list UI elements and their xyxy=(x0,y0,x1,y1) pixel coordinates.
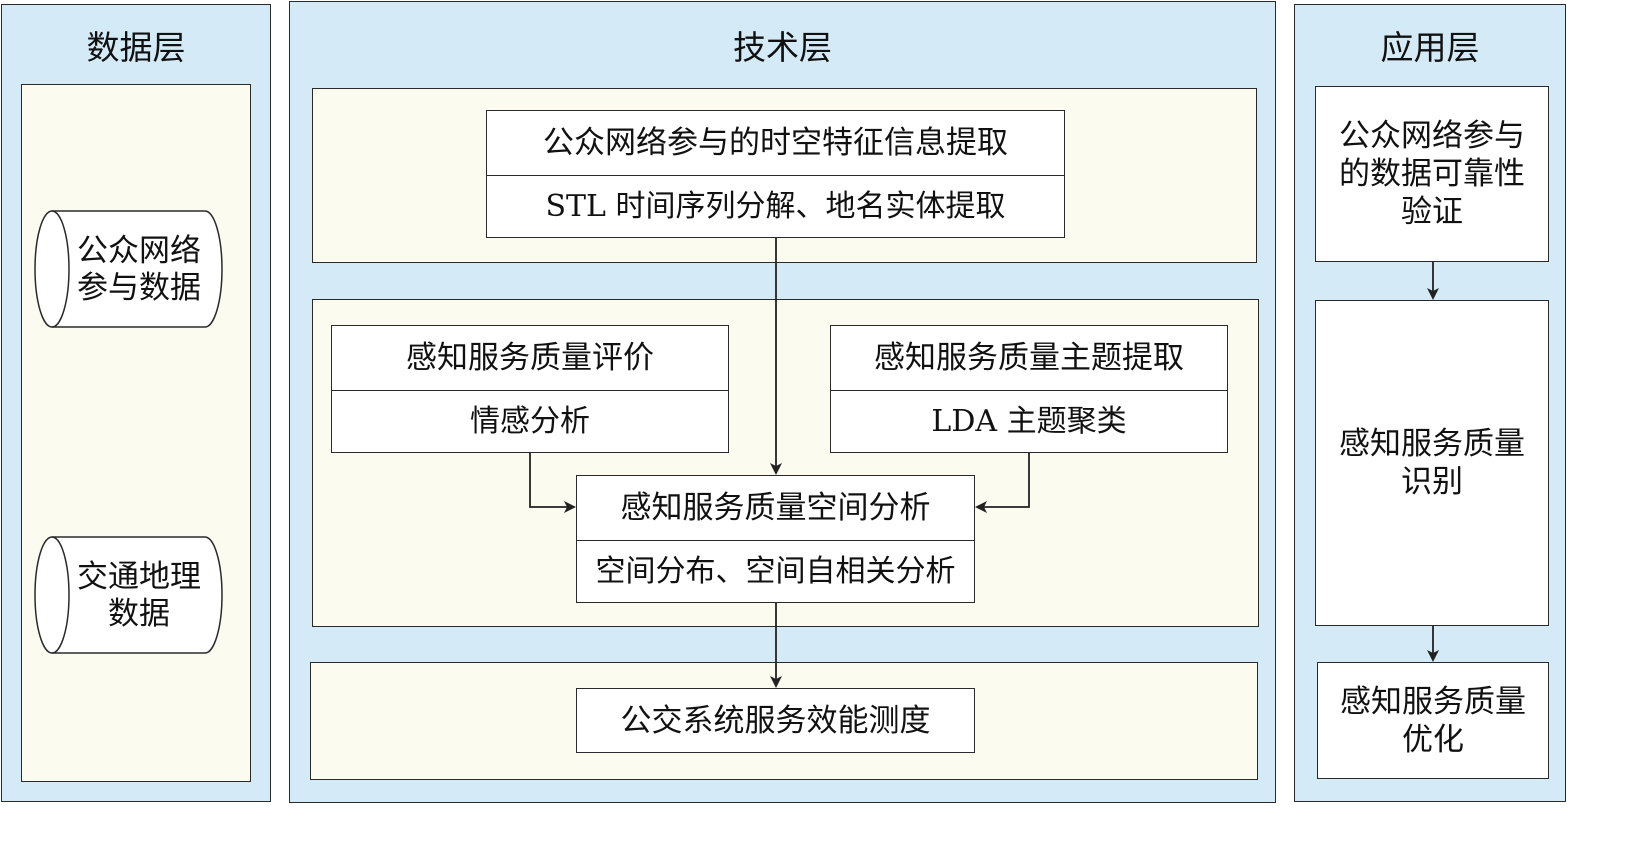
cylinder-traffic-data xyxy=(34,536,223,654)
data-layer-panel xyxy=(21,84,251,782)
extract-method-box: STL 时间序列分解、地名实体提取 xyxy=(486,175,1065,238)
spatial-title-box: 感知服务质量空间分析 xyxy=(576,475,975,541)
arrow-topic-to-spatial xyxy=(975,453,1030,513)
evaluate-title-box: 感知服务质量评价 xyxy=(331,325,729,391)
spatial-method: 空间分布、空间自相关分析 xyxy=(595,553,956,589)
app-step-optimize-box: 感知服务质量优化 xyxy=(1317,662,1549,779)
topic-method: LDA 主题聚类 xyxy=(931,403,1127,439)
topic-method-box: LDA 主题聚类 xyxy=(830,390,1228,453)
evaluate-method: 情感分析 xyxy=(470,403,590,439)
tech-layer-title: 技术层 xyxy=(733,28,832,67)
app-step-identify-label: 感知服务质量识别 xyxy=(1339,426,1525,500)
measure-title: 公交系统服务效能测度 xyxy=(620,702,931,739)
evaluate-title: 感知服务质量评价 xyxy=(406,340,654,376)
spatial-method-box: 空间分布、空间自相关分析 xyxy=(576,540,975,603)
app-step-identify-box: 感知服务质量识别 xyxy=(1315,300,1549,626)
measure-box: 公交系统服务效能测度 xyxy=(576,688,975,753)
cylinder-public-data xyxy=(34,210,223,328)
data-source-public-label: 公众网络参与数据 xyxy=(77,232,201,306)
extract-title: 公众网络参与的时空特征信息提取 xyxy=(543,125,1008,161)
app-step-verify-label: 公众网络参与的数据可靠性验证 xyxy=(1339,118,1525,230)
extract-title-box: 公众网络参与的时空特征信息提取 xyxy=(486,110,1065,176)
spatial-title: 感知服务质量空间分析 xyxy=(620,490,931,526)
evaluate-method-box: 情感分析 xyxy=(331,390,729,453)
app-step-verify-box: 公众网络参与的数据可靠性验证 xyxy=(1315,86,1549,262)
data-source-traffic-label: 交通地理数据 xyxy=(77,558,201,632)
data-layer-title: 数据层 xyxy=(86,28,186,67)
topic-title: 感知服务质量主题提取 xyxy=(874,340,1184,376)
app-layer-title: 应用层 xyxy=(1380,28,1480,67)
arrow-evaluate-to-spatial xyxy=(529,453,576,513)
extract-method: STL 时间序列分解、地名实体提取 xyxy=(545,188,1006,224)
app-step-optimize-label: 感知服务质量优化 xyxy=(1340,683,1526,758)
